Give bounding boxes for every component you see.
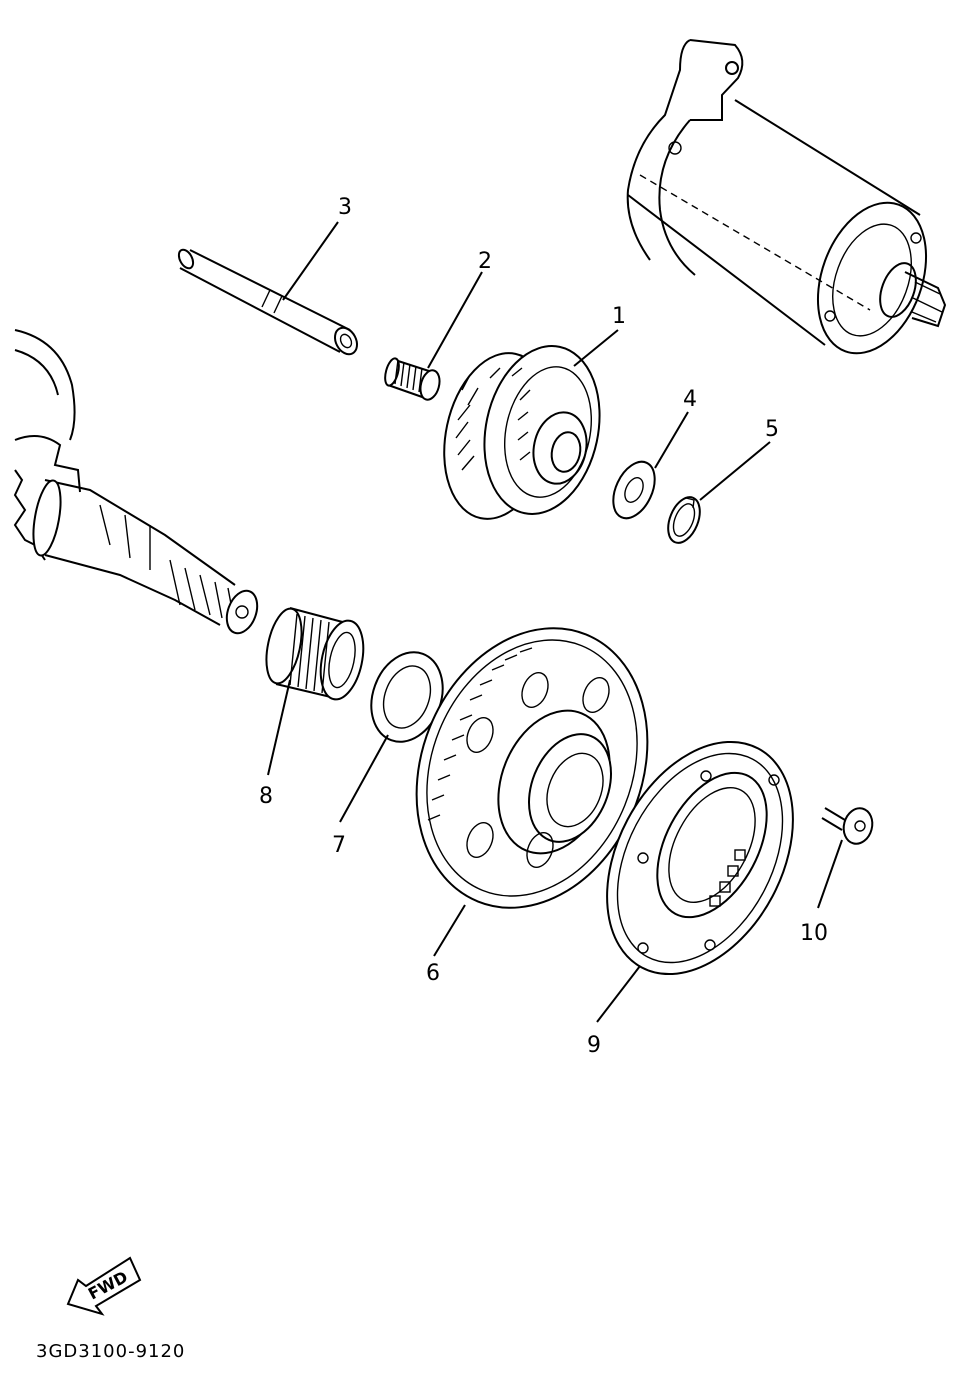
callout-6: 6	[426, 961, 440, 986]
crankshaft	[13, 329, 259, 635]
callout-2: 2	[478, 249, 492, 274]
starter-clutch	[606, 740, 794, 976]
callout-9: 9	[587, 1033, 601, 1058]
idler-gear	[443, 345, 601, 520]
callout-4: 4	[683, 387, 697, 412]
starter-motor	[626, 39, 947, 355]
callouts: 1 2 3 4 5 6 7 8 9 10	[259, 195, 828, 1058]
needle-bearing	[384, 357, 441, 401]
fwd-arrow: FWD	[66, 1256, 142, 1316]
callout-3: 3	[338, 195, 352, 220]
circlip	[667, 496, 701, 544]
callout-1: 1	[612, 304, 626, 329]
callout-7: 7	[332, 833, 346, 858]
callout-10: 10	[800, 921, 828, 946]
bolt	[821, 807, 874, 845]
idler-shaft	[177, 248, 359, 356]
leader-lines	[267, 221, 843, 1023]
part-code: 3GD3100-9120	[36, 1341, 185, 1362]
callout-5: 5	[765, 417, 779, 442]
washer	[612, 460, 656, 520]
callout-8: 8	[259, 784, 273, 809]
clutch-bearing	[265, 607, 365, 701]
starter-clutch-gear	[415, 627, 649, 909]
